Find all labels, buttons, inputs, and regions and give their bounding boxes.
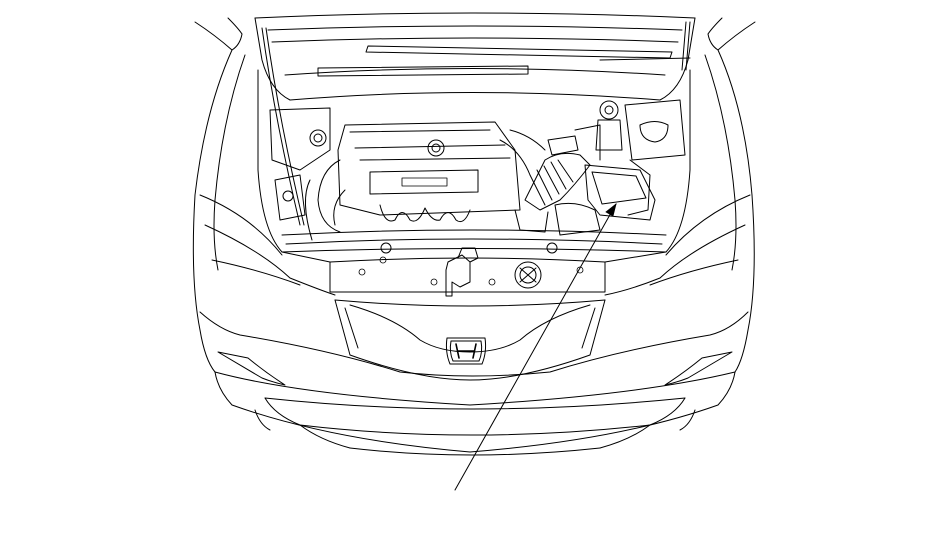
engine xyxy=(305,121,546,241)
radiator-support xyxy=(281,229,667,297)
windshield-pillars xyxy=(194,17,756,51)
engine-bay xyxy=(257,69,691,263)
air-intake xyxy=(514,135,656,236)
honda-h-emblem-icon xyxy=(445,337,487,365)
open-hood xyxy=(254,12,696,226)
body-outline xyxy=(192,49,755,373)
leader-arrow-icon xyxy=(454,202,617,491)
front-fascia xyxy=(199,194,751,456)
